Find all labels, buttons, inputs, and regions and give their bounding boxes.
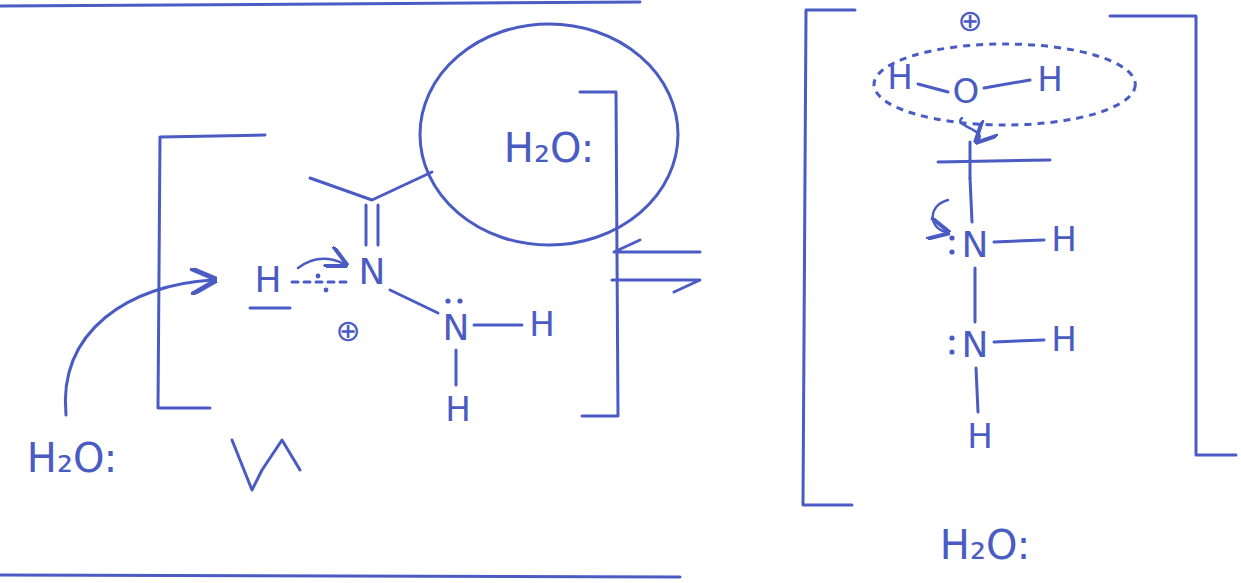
atom-label: H₂O:: [27, 436, 117, 480]
breaking-bond: [292, 281, 352, 284]
single-bond: [455, 350, 458, 385]
text-holder: H: [1037, 61, 1063, 98]
lone-pair: [949, 349, 954, 354]
label-text: ⊕: [335, 313, 360, 348]
outline-ellipse: [420, 24, 678, 245]
frame-line: [0, 2, 640, 6]
node-text: O: [953, 71, 980, 111]
curved-arrow: [298, 259, 344, 268]
underline: [250, 307, 290, 310]
label-text: H: [1051, 219, 1077, 259]
label-text: N: [962, 324, 989, 365]
single-bond: [976, 368, 978, 412]
text-holder: O: [953, 73, 980, 110]
atom-label: H: [254, 260, 281, 300]
atom-label: N: [962, 325, 989, 365]
curved-arrow: [960, 118, 980, 140]
atom-label: ⊕: [335, 314, 360, 347]
single-bond: [970, 178, 972, 222]
curved-arrow: [65, 280, 212, 415]
atom-label: H: [529, 306, 555, 343]
single-bond: [994, 340, 1044, 342]
equilibrium-arrow: [612, 280, 700, 292]
label-text: H: [445, 389, 471, 429]
lone-pair: [324, 288, 329, 293]
label-text: H₂O:: [940, 522, 1030, 568]
check-mark: [232, 440, 300, 490]
label-text: ⊕: [957, 3, 982, 38]
right-bracket: [1110, 16, 1236, 455]
label-text: H: [254, 259, 281, 300]
lone-pair: [949, 335, 954, 340]
label-text: H: [967, 416, 993, 456]
atom-label: N: [443, 308, 470, 348]
single-bond: [984, 80, 1030, 88]
single-bond: [918, 84, 948, 92]
lone-pair: [445, 298, 450, 303]
lone-pair: [457, 298, 462, 303]
text-holder: H: [887, 59, 913, 96]
left-bracket: [158, 135, 265, 408]
frame-line: [0, 575, 680, 577]
circled-group: H₂O:: [418, 22, 680, 247]
atom-label: H: [1051, 321, 1077, 358]
atom-label: N: [359, 252, 386, 292]
lone-pair: [949, 235, 954, 240]
carbon-bonds: [310, 172, 432, 200]
node-text: H: [1037, 59, 1063, 99]
atom-label: H₂O:: [940, 523, 1030, 567]
atom-label: H: [967, 418, 993, 455]
lone-pair: [949, 249, 954, 254]
single-bond: [994, 240, 1044, 242]
single-bond: [474, 324, 522, 327]
atom-label: H: [1051, 221, 1077, 258]
lone-pair: [316, 274, 321, 279]
circled-group: HOH: [872, 42, 1137, 127]
carbon-line: [938, 160, 1050, 162]
node-text: H₂O:: [504, 125, 594, 171]
node-text: H: [887, 57, 913, 97]
label-text: H₂O:: [27, 435, 117, 481]
left-bracket: [803, 10, 855, 505]
label-text: H: [1051, 319, 1077, 359]
spacer: [1120, 505, 1150, 506]
equilibrium-arrow: [614, 240, 700, 252]
label-text: H: [529, 304, 555, 344]
label-text: N: [962, 224, 989, 265]
label-text: N: [443, 307, 470, 348]
label-text: N: [359, 251, 386, 292]
outline-ellipse: [874, 44, 1135, 125]
atom-label: ⊕: [957, 4, 982, 37]
double-bond: [366, 205, 378, 245]
atom-label: N: [962, 225, 989, 265]
curved-arrow: [933, 200, 948, 232]
single-bond: [974, 268, 977, 322]
atom-label: H: [445, 391, 471, 428]
single-bond: [390, 290, 438, 313]
text-holder: H₂O:: [504, 126, 594, 170]
